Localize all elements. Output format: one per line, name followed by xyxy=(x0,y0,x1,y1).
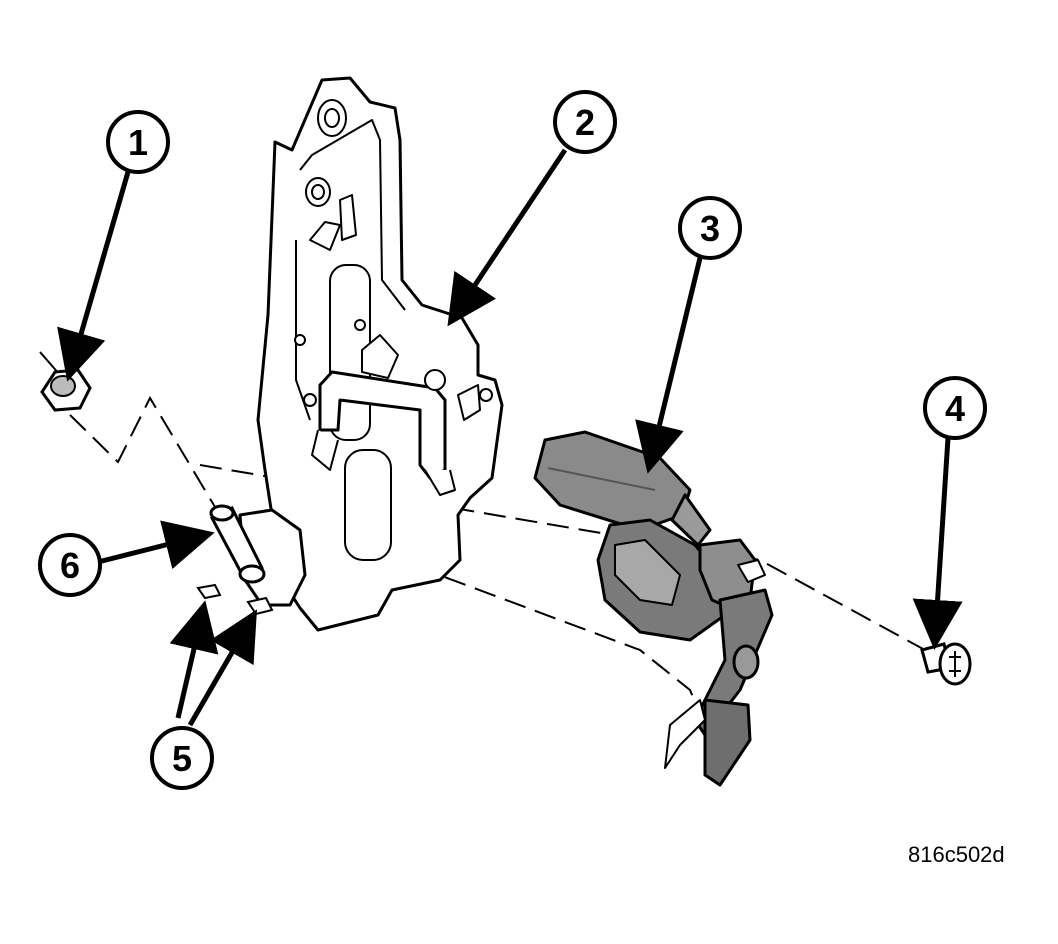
callout-5: 5 xyxy=(150,726,214,790)
nut xyxy=(39,351,92,412)
callout-6: 6 xyxy=(38,533,102,597)
callout-2: 2 xyxy=(553,90,617,154)
recliner-handle xyxy=(533,430,774,787)
callout-3: 3 xyxy=(678,196,742,260)
screw xyxy=(920,642,972,686)
figure-id: 816c502d xyxy=(908,842,1005,867)
dashed-assembly-lines xyxy=(69,395,926,761)
callout-5-label: 5 xyxy=(172,738,192,779)
pivot-pin xyxy=(209,504,266,584)
leader-arrows xyxy=(57,148,963,727)
hinge-bracket xyxy=(238,76,504,632)
bracket-holes xyxy=(294,99,493,407)
callout-1-label: 1 xyxy=(128,122,148,163)
callout-3-label: 3 xyxy=(700,208,720,249)
callout-2-label: 2 xyxy=(575,102,595,143)
callout-1: 1 xyxy=(106,110,170,174)
callout-4-label: 4 xyxy=(945,388,965,429)
callout-4: 4 xyxy=(923,376,987,440)
callout-6-label: 6 xyxy=(60,545,80,586)
